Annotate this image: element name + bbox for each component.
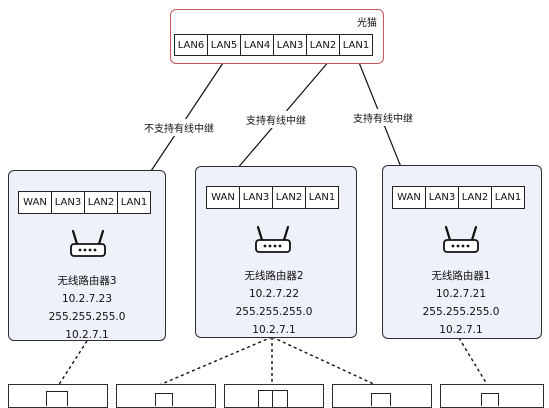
router-2-port-wan: WAN <box>206 186 240 209</box>
router-2-port-lan1: LAN1 <box>305 186 339 209</box>
router-3-port-lan3: LAN3 <box>51 191 85 214</box>
router-3-port-row: WAN LAN3 LAN2 LAN1 <box>18 191 151 214</box>
modem-port-lan6: LAN6 <box>174 34 208 56</box>
router-3-name: 无线路由器3 <box>57 275 117 287</box>
router-3-port-wan: WAN <box>18 191 52 214</box>
modem-port-lan5: LAN5 <box>207 34 241 56</box>
router-2-name: 无线路由器2 <box>244 270 304 282</box>
router-1-mask: 255.255.255.0 <box>422 306 500 318</box>
wireless-router-icon <box>255 225 291 253</box>
router-3-ip: 10.2.7.23 <box>61 293 113 305</box>
modem-port-lan3: LAN3 <box>273 34 307 56</box>
modem-port-lan2: LAN2 <box>306 34 340 56</box>
router-1-port-lan3: LAN3 <box>425 186 459 209</box>
router-2-port-lan2: LAN2 <box>272 186 306 209</box>
device-3-icon <box>258 390 288 407</box>
modem-port-row: LAN6 LAN5 LAN4 LAN3 LAN2 LAN1 <box>174 34 373 56</box>
router-1-port-row: WAN LAN3 LAN2 LAN1 <box>392 186 525 209</box>
client-device-2 <box>116 384 216 408</box>
router-1-port-lan1: LAN1 <box>491 186 525 209</box>
router-2-port-row: WAN LAN3 LAN2 LAN1 <box>206 186 339 209</box>
modem-title: 光猫 <box>357 18 377 29</box>
router-1-info: 无线路由器1 10.2.7.21 255.255.255.0 10.2.7.1 <box>371 267 549 339</box>
router-1-ip: 10.2.7.21 <box>435 288 487 300</box>
client-device-5 <box>440 384 544 408</box>
router-2-port-lan3: LAN3 <box>239 186 273 209</box>
dotted-link-router2-c <box>271 336 379 387</box>
dotted-link-router1 <box>458 337 489 387</box>
router-3-port-lan1: LAN1 <box>117 191 151 214</box>
edge-label-wired-relay-middle: 支持有线中继 <box>244 111 308 128</box>
device-1-icon <box>46 391 68 406</box>
dotted-link-router2-a <box>156 336 273 387</box>
router-2-info: 无线路由器2 10.2.7.22 255.255.255.0 10.2.7.1 <box>184 267 364 339</box>
router-1-gateway: 10.2.7.1 <box>439 324 483 336</box>
router-2-mask: 255.255.255.0 <box>235 306 313 318</box>
router-2-ip: 10.2.7.22 <box>248 288 300 300</box>
client-device-1 <box>8 384 108 408</box>
router-3-gateway: 10.2.7.1 <box>65 329 109 341</box>
optical-modem: 光猫 LAN6 LAN5 LAN4 LAN3 LAN2 LAN1 <box>170 9 384 64</box>
router-1-name: 无线路由器1 <box>431 270 491 282</box>
router-3-mask: 255.255.255.0 <box>48 311 126 323</box>
router-1-port-wan: WAN <box>392 186 426 209</box>
wireless-router-icon <box>443 225 479 253</box>
edge-label-wired-relay-right: 支持有线中继 <box>351 109 415 126</box>
router-3-info: 无线路由器3 10.2.7.23 255.255.255.0 10.2.7.1 <box>0 272 177 344</box>
client-device-3 <box>224 384 324 408</box>
router-1-port-lan2: LAN2 <box>458 186 492 209</box>
modem-port-lan1: LAN1 <box>339 34 373 56</box>
dotted-link-router3 <box>57 340 88 387</box>
router-3-port-lan2: LAN2 <box>84 191 118 214</box>
modem-port-lan4: LAN4 <box>240 34 274 56</box>
router-2-gateway: 10.2.7.1 <box>252 324 296 336</box>
edge-label-no-wired-relay: 不支持有线中继 <box>142 119 216 136</box>
wireless-router-icon <box>70 229 106 257</box>
client-device-4 <box>332 384 432 408</box>
